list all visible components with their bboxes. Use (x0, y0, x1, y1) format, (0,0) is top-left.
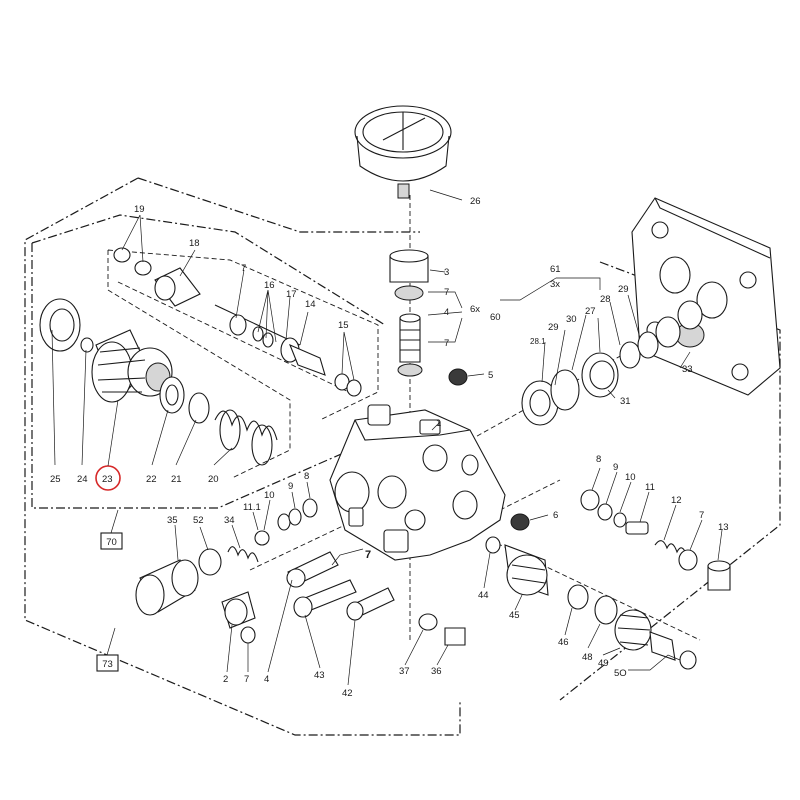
cartridge-3-4 (389, 249, 429, 377)
label-48: 48 (582, 652, 593, 663)
washer-24 (80, 337, 94, 353)
plug-5 (448, 368, 468, 386)
label-21: 21 (171, 474, 182, 485)
label-12: 12 (671, 495, 682, 506)
leader-lines (51, 189, 723, 686)
fitting-18 (154, 267, 201, 307)
label-15: 15 (338, 320, 349, 331)
label-44: 44 (478, 590, 489, 601)
label-13: 13 (718, 522, 729, 533)
label-35: 35 (167, 515, 178, 526)
part-number-labels: 26 19 18 7 16 17 14 15 25 24 23 22 21 20… (50, 196, 729, 699)
inner-assembly-boundary (31, 214, 386, 509)
label-5: 5 (488, 370, 493, 381)
star-washer-22 (159, 376, 185, 414)
label-34: 34 (224, 515, 235, 526)
label-16: 16 (264, 280, 275, 291)
label-49: 49 (598, 658, 609, 669)
piston-rod-16-17 (214, 304, 301, 363)
label-7: 7 (241, 263, 246, 274)
label-18: 18 (189, 238, 200, 249)
label-11-1: 11.1 (243, 502, 261, 513)
label-37: 37 (399, 666, 410, 677)
valve-stem-14 (288, 343, 326, 376)
label-11: 11 (645, 482, 655, 493)
nut-19 (113, 247, 152, 276)
label-61: 61 (550, 264, 561, 275)
label-42: 42 (342, 688, 353, 699)
centerline-lower (249, 524, 701, 641)
label-3x: 3x (550, 279, 560, 290)
label-27: 27 (585, 306, 596, 317)
assembly-box-70 (100, 532, 123, 550)
label-4-bottom: 4 (264, 674, 269, 685)
label-3: 3 (444, 267, 449, 278)
label-28-1: 28.1 (530, 337, 546, 346)
label-26: 26 (470, 196, 481, 207)
label-7-mid: 7 (444, 338, 449, 349)
label-1: 1 (436, 418, 441, 429)
label-9-left: 9 (288, 481, 293, 492)
label-50: 5O (614, 668, 627, 679)
label-33: 33 (682, 364, 693, 375)
assembly-box-73 (96, 654, 119, 672)
label-20: 20 (208, 474, 219, 485)
centerline-left (117, 281, 356, 396)
label-6x: 6x (470, 304, 480, 315)
spring-20 (214, 409, 278, 466)
lower-left-fittings (135, 498, 466, 646)
label-10-left: 10 (264, 490, 275, 501)
label-60: 60 (490, 312, 501, 323)
label-2: 2 (223, 674, 228, 685)
label-7-bottom: 7 (244, 674, 249, 685)
leader-70 (110, 509, 119, 534)
label-52: 52 (193, 515, 204, 526)
label-7-top: 7 (444, 287, 449, 298)
label-29-right: 29 (618, 284, 629, 295)
label-7-bold: 7 (365, 549, 371, 561)
label-22: 22 (146, 474, 157, 485)
seal-ring-25 (39, 298, 81, 352)
label-10-right: 10 (625, 472, 636, 483)
label-45: 45 (509, 610, 520, 621)
label-46: 46 (558, 637, 569, 648)
leader-73 (106, 627, 116, 656)
label-17: 17 (286, 289, 297, 300)
label-8-left: 8 (304, 471, 309, 482)
label-6: 6 (553, 510, 558, 521)
label-14: 14 (305, 299, 316, 310)
label-28: 28 (600, 294, 611, 305)
label-25: 25 (50, 474, 61, 485)
label-31: 31 (620, 396, 631, 407)
sub-assembly-boundary (107, 249, 379, 479)
assembly-label-70: 70 (106, 537, 117, 548)
assembly-label-73: 73 (102, 659, 113, 670)
label-29-left: 29 (548, 322, 559, 333)
label-24: 24 (77, 474, 88, 485)
label-8-right: 8 (596, 454, 601, 465)
outer-assembly-boundary (24, 177, 781, 736)
pressure-gauge (354, 105, 452, 199)
lower-right-fittings (485, 536, 697, 670)
mounting-flange (631, 197, 781, 396)
valve-body (329, 404, 506, 561)
label-19: 19 (134, 204, 145, 215)
label-30: 30 (566, 314, 577, 325)
label-7-right: 7 (699, 510, 704, 521)
washer-21 (188, 392, 210, 424)
label-36: 36 (431, 666, 442, 677)
o-rings-15 (334, 373, 362, 397)
label-43: 43 (314, 670, 325, 681)
label-9-right: 9 (613, 462, 618, 473)
label-4-top: 4 (444, 307, 449, 318)
right-fittings (510, 489, 731, 591)
piston-seals-right (521, 300, 703, 426)
label-23: 23 (102, 474, 113, 485)
